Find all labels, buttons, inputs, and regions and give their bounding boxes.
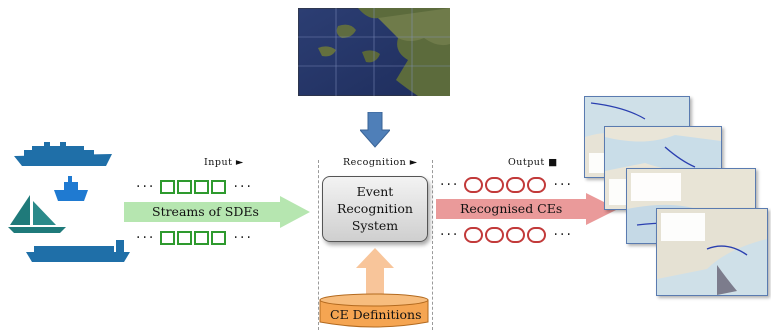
ce-oval [506,226,526,243]
output-arrow-label: Recognised CEs [460,201,563,216]
output-stream-top: ··· ··· [440,174,573,193]
ce-oval [464,176,484,193]
stream-dots: ··· [136,230,156,246]
stream-dots: ··· [136,179,156,195]
sde-square [194,179,210,194]
output-header: Output ■ [508,157,558,168]
input-stream-bottom: ··· ··· [136,227,253,246]
input-arrow: Streams of SDEs [124,196,310,228]
ce-oval [506,176,526,193]
stream-dots: ··· [440,227,460,243]
satellite-map [297,7,451,97]
tug-boat-icon [54,176,88,202]
stream-dots: ··· [553,177,573,193]
ce-oval [464,226,484,243]
cruise-ship-icon [14,142,112,168]
ce-oval [527,176,547,193]
stream-dots: ··· [233,230,253,246]
map-screenshot-4 [656,208,768,296]
ce-definitions-label: CE Definitions [330,307,422,322]
ers-line-3: System [351,218,399,233]
ce-definitions-cylinder: CE Definitions [318,292,430,330]
sde-square [160,179,176,194]
stream-dots: ··· [440,177,460,193]
sde-square [177,230,193,245]
input-header: Input ► [204,157,244,168]
recognition-down-arrow [358,111,392,148]
ers-line-2: Recognition [337,201,413,216]
sde-square [211,179,227,194]
input-arrow-label: Streams of SDEs [152,204,259,219]
ce-oval [485,176,505,193]
ers-line-1: Event [356,184,394,199]
sde-square [177,179,193,194]
stream-dots: ··· [233,179,253,195]
sde-square [211,230,227,245]
sde-square [160,230,176,245]
ce-oval [527,226,547,243]
sailboat-icon [8,195,68,235]
sde-square [194,230,210,245]
input-stream-top: ··· ··· [136,176,253,195]
recognition-right-divider [432,160,433,330]
event-recognition-system-box: Event Recognition System [322,176,428,242]
container-ship-icon [26,240,130,264]
recognition-left-divider [318,160,319,330]
output-stream-bottom: ··· ··· [440,224,573,243]
recognition-header: Recognition ► [343,157,418,168]
definitions-up-arrow [356,248,394,296]
stream-dots: ··· [553,227,573,243]
output-arrow: Recognised CEs [436,193,618,225]
ce-oval [485,226,505,243]
